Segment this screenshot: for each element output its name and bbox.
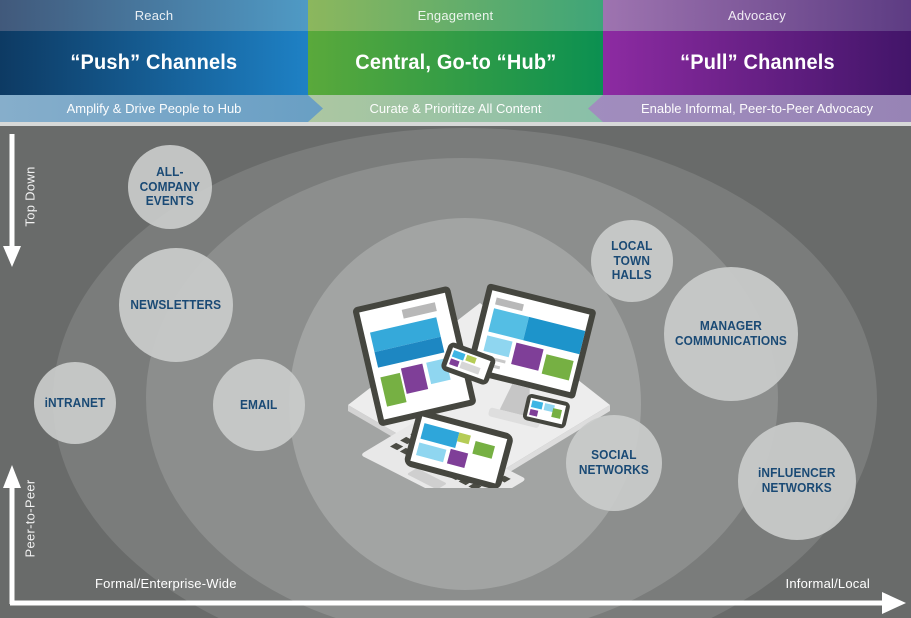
pull-channels-title: “Pull” Channels — [679, 51, 835, 74]
title-cell-hub: Central, Go-to “Hub” — [308, 31, 603, 95]
hub-subtitle-band: Curate & Prioritize All Content — [303, 95, 608, 122]
channel-label: iNTRANET — [44, 395, 106, 410]
push-channels-title: “Push” Channels — [70, 51, 238, 74]
devices-illustration — [348, 283, 610, 488]
channel-label: SOCIAL NETWORKS — [578, 448, 650, 477]
channel-label: LOCAL TOWN HALLS — [611, 238, 653, 283]
monitor-base — [488, 407, 540, 428]
mini-phone-icon — [522, 393, 570, 429]
right-arrowhead-icon — [882, 592, 906, 614]
top-down-axis-label: Top Down — [22, 166, 38, 227]
subtitle-row: Curate & Prioritize All Content Amplify … — [0, 95, 911, 122]
title-cell-pull-channels: “Pull” Channels — [603, 31, 911, 95]
peer-to-peer-axis-label: Peer-to-Peer — [22, 479, 38, 558]
channel-label: ALL- COMPANY EVENTS — [139, 164, 201, 209]
tablet-icon — [404, 410, 513, 488]
pull-subtitle: Enable Informal, Peer-to-Peer Advocacy — [641, 101, 873, 116]
channel-bubble-local-town-halls: LOCAL TOWN HALLS — [591, 220, 673, 302]
stage-label-advocacy: Advocacy — [728, 8, 786, 23]
channel-label: MANAGER COMMUNICATIONS — [675, 319, 787, 348]
push-subtitle-arrow-band: Amplify & Drive People to Hub — [0, 95, 323, 122]
diagram-canvas: Top Down Peer-to-Peer Formal/Enterprise-… — [0, 126, 911, 618]
smartphone-icon — [441, 342, 496, 385]
channel-bubble-intranet: iNTRANET — [34, 362, 116, 444]
title-cell-push-channels: “Push” Channels — [0, 31, 308, 95]
hub-subtitle: Curate & Prioritize All Content — [369, 101, 542, 116]
axes-arrows — [3, 134, 906, 614]
stage-label-reach: Reach — [134, 8, 174, 23]
top-down-arrowhead-icon — [3, 246, 21, 267]
channel-bubble-newsletters: NEWSLETTERS — [119, 248, 233, 362]
channel-bubble-all-company-events: ALL- COMPANY EVENTS — [128, 145, 212, 229]
stage-label-engagement: Engagement — [417, 8, 494, 23]
peer-arrowhead-icon — [3, 465, 21, 488]
stage-cell-reach: Reach — [0, 0, 308, 31]
platform-edge-right — [482, 405, 610, 488]
informal-axis-label: Informal/Local — [785, 576, 870, 591]
title-row: “Push” Channels Central, Go-to “Hub” “Pu… — [0, 31, 911, 95]
channel-label: NEWSLETTERS — [130, 297, 222, 312]
pull-subtitle-arrow-band: Enable Informal, Peer-to-Peer Advocacy — [588, 95, 911, 122]
channel-bubble-social-networks: SOCIAL NETWORKS — [566, 415, 662, 511]
monitor-stand — [499, 383, 530, 417]
channel-label: iNFLUENCER NETWORKS — [758, 466, 836, 495]
header-separator — [0, 122, 911, 126]
stage-cell-advocacy: Advocacy — [603, 0, 911, 31]
laptop-icon — [352, 286, 476, 426]
hub-title: Central, Go-to “Hub” — [354, 51, 557, 74]
channel-bubble-email: EMAIL — [213, 359, 305, 451]
formal-axis-label: Formal/Enterprise-Wide — [95, 576, 237, 591]
stage-cell-engagement: Engagement — [308, 0, 603, 31]
stage-row: Reach Engagement Advocacy — [0, 0, 911, 31]
channel-bubble-manager-communications: MANAGER COMMUNICATIONS — [664, 267, 798, 401]
push-subtitle: Amplify & Drive People to Hub — [66, 101, 242, 116]
channel-label: EMAIL — [240, 397, 278, 412]
header-bands: Reach Engagement Advocacy “Push” Channel… — [0, 0, 911, 122]
desktop-monitor-icon — [466, 283, 596, 428]
channel-bubble-influencer-networks: iNFLUENCER NETWORKS — [738, 422, 856, 540]
